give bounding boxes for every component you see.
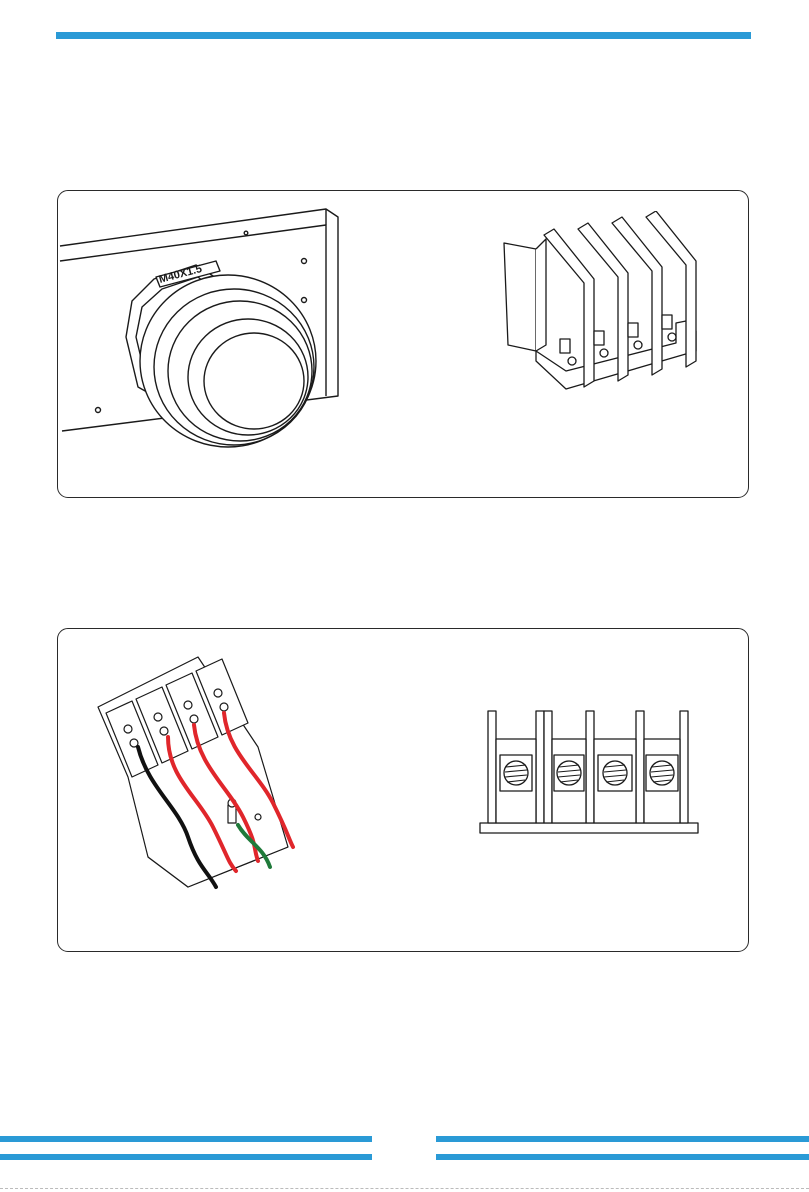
footer-bars-right (436, 1136, 809, 1162)
footer-bar-left-bottom (0, 1154, 372, 1160)
footer-bars-left (0, 1136, 372, 1162)
cable-gland-illustration: M40X1.5 (58, 191, 358, 498)
page-edge-dashed-line (0, 1188, 809, 1189)
header-accent-bar (56, 32, 751, 39)
terminal-block-isometric-illustration (496, 211, 706, 401)
footer-bar-right-bottom (436, 1154, 809, 1160)
footer-bar-left-top (0, 1136, 372, 1142)
figure-panel-1: M40X1.5 (57, 190, 749, 498)
terminal-block-front-view-illustration (476, 709, 702, 839)
figure-panel-2 (57, 628, 749, 952)
wired-terminal-block-illustration (88, 647, 308, 892)
footer-bar-right-top (436, 1136, 809, 1142)
